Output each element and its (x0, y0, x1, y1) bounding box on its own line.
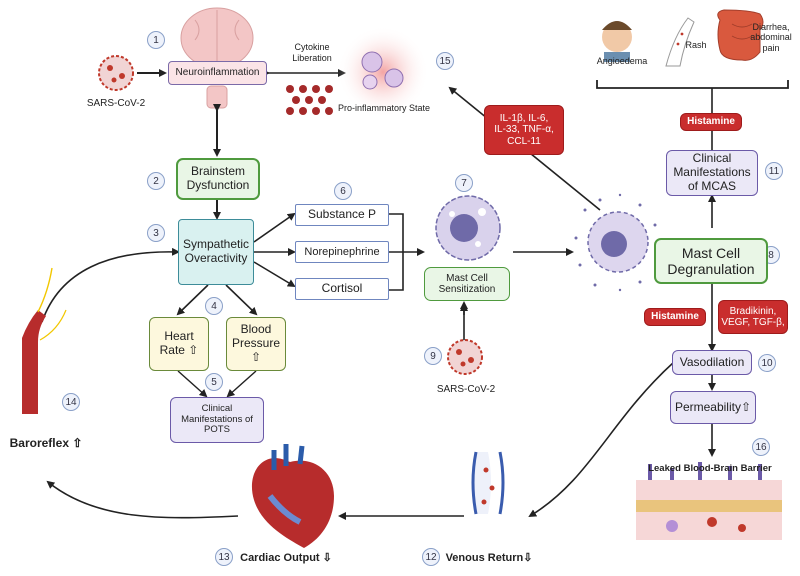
heart-icon (251, 444, 334, 548)
sars-cov2-bottom-label: SARS-CoV-2 (436, 384, 496, 395)
mast-cell-icon (435, 195, 501, 261)
mast-cell-sensitization-box: Mast Cell Sensitization (424, 267, 510, 301)
diarrhea-label: Diarrhea, abdominal pain (750, 22, 792, 53)
histamine-top-box: Histamine (680, 113, 742, 131)
venous-return-label: Venous Return⇩ (445, 552, 533, 564)
face-icon (602, 21, 632, 62)
blood-pressure-box: Blood Pressure ⇧ (226, 317, 286, 371)
leaked-bbb-label: Leaked Blood-Brain Barrier (648, 463, 772, 474)
step-number-9: 9 (424, 347, 442, 365)
step-number-2: 2 (147, 172, 165, 190)
sympathetic-overactivity-box: Sympathetic Overactivity (178, 219, 254, 285)
cytokine-liberation-label: Cytokine Liberation (292, 42, 332, 63)
cardiac-output-label: Cardiac Output ⇩ (240, 552, 332, 564)
neuroinflammation-box: Neuroinflammation (168, 61, 267, 85)
vein-icon (471, 451, 505, 515)
step-number-15: 15 (436, 52, 454, 70)
histamine-mid-box: Histamine (644, 308, 706, 326)
blood-brain-barrier-icon (636, 462, 782, 540)
vasodilation-box: Vasodilation (672, 350, 752, 375)
virus-icon (98, 55, 134, 91)
baroreflex-label: Baroreflex ⇧ (9, 436, 83, 450)
pro-inflammatory-state-label: Pro-inflammatory State (338, 103, 431, 113)
heart-rate-box: Heart Rate ⇧ (149, 317, 209, 371)
degranulating-mast-cell-icon (574, 193, 662, 292)
step-number-7: 7 (455, 174, 473, 192)
mast-cell-degranulation-box: Mast Cell Degranulation (654, 238, 768, 284)
norepinephrine-box: Norepinephrine (295, 241, 389, 263)
step-number-13: 13 (215, 548, 233, 566)
virus-icon (447, 339, 483, 375)
blood-vessel-icon (22, 267, 67, 414)
pro-inflammatory-cells-icon (337, 26, 429, 118)
step-number-4: 4 (205, 297, 223, 315)
brain-icon (180, 7, 254, 109)
sars-cov2-top-label: SARS-CoV-2 (86, 98, 146, 109)
intestine-icon (717, 9, 764, 61)
step-number-5: 5 (205, 373, 223, 391)
permeability-box: Permeability⇧ (670, 391, 756, 424)
step-number-6: 6 (334, 182, 352, 200)
step-number-11: 11 (765, 162, 783, 180)
angioedema-label: Angioedema (596, 56, 648, 66)
step-number-10: 10 (758, 354, 776, 372)
rash-label: Rash (685, 40, 707, 50)
cytokine-particles-icon (286, 85, 333, 115)
step-number-16: 16 (752, 438, 770, 456)
brainstem-dysfunction-box: Brainstem Dysfunction (176, 158, 260, 200)
step-number-14: 14 (62, 393, 80, 411)
rash-arm-icon (665, 17, 695, 67)
cortisol-box: Cortisol (295, 278, 389, 300)
cytokine-list-box: IL-1β, IL-6, IL-33, TNF-α, CCL-11 (484, 105, 564, 155)
substance-p-box: Substance P (295, 204, 389, 226)
bradykinin-box: Bradikinin, VEGF, TGF-β, (718, 300, 788, 334)
clinical-pots-box: Clinical Manifestations of POTS (170, 397, 264, 443)
step-number-3: 3 (147, 224, 165, 242)
clinical-mcas-box: Clinical Manifestations of MCAS (666, 150, 758, 196)
step-number-12: 12 (422, 548, 440, 566)
step-number-1: 1 (147, 31, 165, 49)
